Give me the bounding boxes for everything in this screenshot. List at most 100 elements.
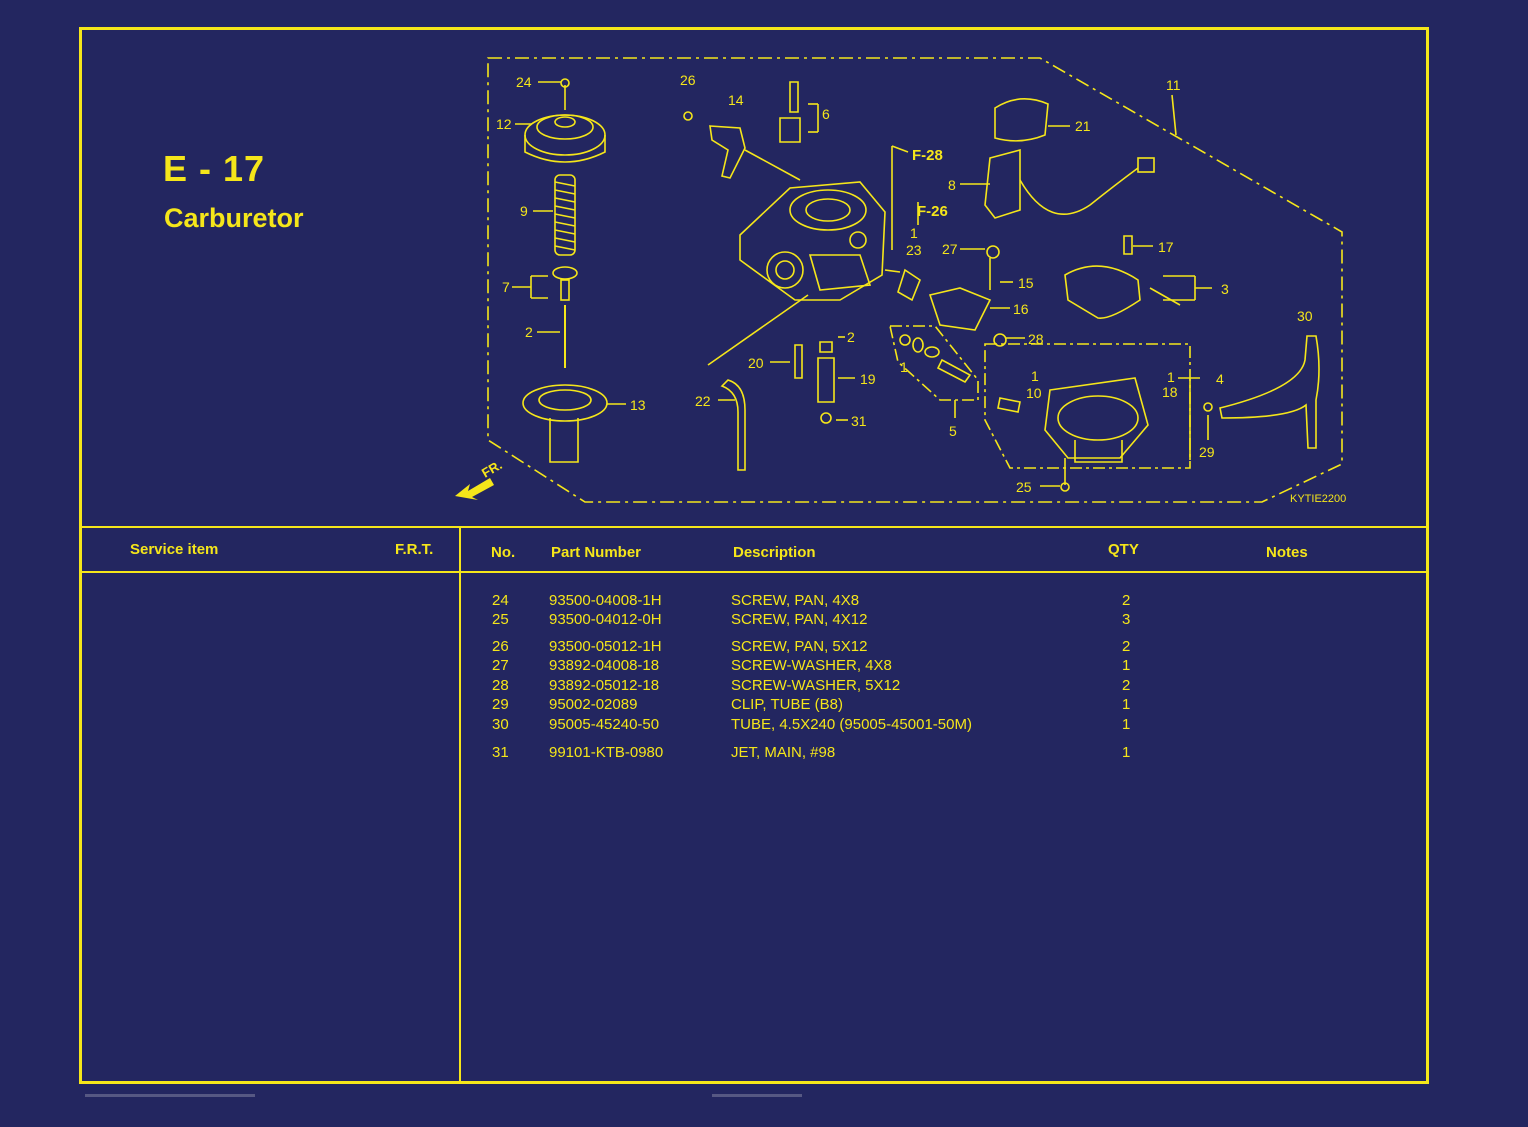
float-bowl-boundary [984, 343, 1191, 469]
callout: 3 [1221, 281, 1229, 297]
table-row: 30 95005-45240-50 TUBE, 4.5X240 (95005-4… [0, 716, 1528, 736]
table-row: 27 93892-04008-18 SCREW-WASHER, 4X8 1 [0, 657, 1528, 677]
column-divider [459, 526, 461, 1084]
cell-part-number: 99101-KTB-0980 [549, 744, 664, 761]
cell-no: 25 [492, 611, 509, 628]
cell-description: CLIP, TUBE (B8) [731, 696, 843, 713]
diagram-code: KYTIE2200 [1290, 493, 1346, 505]
callout: 15 [1018, 275, 1034, 291]
callout: 1 [1031, 368, 1039, 384]
callout: 16 [1013, 301, 1029, 317]
cell-qty: 1 [1122, 744, 1131, 761]
cell-part-number: 93500-04008-1H [549, 592, 662, 609]
callout: 29 [1199, 444, 1215, 460]
cell-qty: 3 [1122, 611, 1131, 628]
cell-no: 28 [492, 677, 509, 694]
section-code: E - 17 [163, 148, 266, 189]
cell-qty: 1 [1122, 657, 1131, 674]
callout: 1 [910, 225, 918, 241]
callout: 30 [1297, 308, 1313, 324]
assembly-boundary [487, 57, 1343, 503]
choke-part [984, 98, 1155, 219]
header-divider [79, 571, 1429, 573]
exploded-parts-diagram: FR. F-28 F-26 KYTIE2200 24 12 9 7 2 13 2… [455, 57, 1346, 505]
header-description: Description [733, 544, 816, 561]
cell-no: 29 [492, 696, 509, 713]
header-no: No. [491, 544, 516, 561]
callout: 9 [520, 203, 528, 219]
header-part-number: Part Number [551, 544, 642, 561]
footer-mark [712, 1094, 802, 1097]
cell-qty: 2 [1122, 638, 1131, 655]
cell-part-number: 95002-02089 [549, 696, 638, 713]
table-row: 29 95002-02089 CLIP, TUBE (B8) 1 [0, 696, 1528, 716]
table-row: 25 93500-04012-0H SCREW, PAN, 4X12 3 [0, 611, 1528, 631]
callout: 24 [516, 74, 532, 90]
callout: 23 [906, 242, 922, 258]
cell-part-number: 93500-05012-1H [549, 638, 662, 655]
cell-no: 30 [492, 716, 509, 733]
cell-qty: 1 [1122, 716, 1131, 733]
section-title: Carburetor [164, 203, 304, 233]
callout: 8 [948, 177, 956, 193]
cell-description: SCREW-WASHER, 5X12 [731, 677, 901, 694]
callout: 12 [496, 116, 512, 132]
diaphragm-part [522, 384, 608, 463]
ref-f26: F-26 [917, 203, 948, 220]
cell-description: JET, MAIN, #98 [731, 744, 836, 761]
cell-part-number: 93500-04012-0H [549, 611, 662, 628]
callout: 6 [822, 106, 830, 122]
cell-part-number: 93892-04008-18 [549, 657, 660, 674]
callout: 26 [680, 72, 696, 88]
callout: 28 [1028, 331, 1044, 347]
front-direction-arrow [455, 478, 494, 500]
bracket-part [709, 125, 746, 179]
callout: 10 [1026, 385, 1042, 401]
table-row: 24 93500-04008-1H SCREW, PAN, 4X8 2 [0, 592, 1528, 612]
carburetor-body-part [739, 181, 901, 301]
ref-f28: F-28 [912, 147, 943, 164]
callout: 1 [1167, 369, 1175, 385]
cell-part-number: 95005-45240-50 [549, 716, 660, 733]
callout: 5 [949, 423, 957, 439]
table-row: 26 93500-05012-1H SCREW, PAN, 5X12 2 [0, 638, 1528, 658]
header-notes: Notes [1266, 544, 1308, 561]
callout: 1 [900, 359, 908, 375]
cell-description: SCREW, PAN, 4X8 [731, 592, 860, 609]
direction-label: FR. [479, 457, 505, 480]
callout: 21 [1075, 118, 1091, 134]
callout: 25 [1016, 479, 1032, 495]
callout: 27 [942, 241, 958, 257]
callout: 2 [847, 329, 855, 345]
callout: 4 [1216, 371, 1224, 387]
diagram-divider [79, 526, 1429, 528]
callout: 7 [502, 279, 510, 295]
header-qty: QTY [1108, 541, 1139, 558]
cell-part-number: 93892-05012-18 [549, 677, 660, 694]
callout: 11 [1166, 77, 1181, 93]
spring-part [554, 174, 576, 256]
cell-qty: 2 [1122, 592, 1131, 609]
callout: 20 [748, 355, 764, 371]
cell-description: SCREW, PAN, 4X12 [731, 611, 868, 628]
callout: 14 [728, 92, 744, 108]
cap-part [1064, 265, 1141, 319]
callout: 2 [525, 324, 533, 340]
callout: 18 [1162, 384, 1178, 400]
float-bowl-part [1044, 377, 1149, 492]
header-frt: F.R.T. [395, 541, 434, 558]
callout: 17 [1158, 239, 1174, 255]
cell-no: 27 [492, 657, 509, 674]
cell-qty: 1 [1122, 696, 1131, 713]
footer-mark [85, 1094, 255, 1097]
cell-qty: 2 [1122, 677, 1131, 694]
throttle-lever-part [928, 287, 992, 331]
tube-part [1219, 335, 1320, 449]
cell-description: TUBE, 4.5X240 (95005-45001-50M) [731, 716, 972, 733]
callout: 19 [860, 371, 876, 387]
cell-description: SCREW, PAN, 5X12 [731, 638, 868, 655]
callout: 31 [851, 413, 867, 429]
table-row: 28 93892-05012-18 SCREW-WASHER, 5X12 2 [0, 677, 1528, 697]
page-frame [79, 27, 1429, 1084]
header-service-item: Service item [130, 541, 219, 558]
